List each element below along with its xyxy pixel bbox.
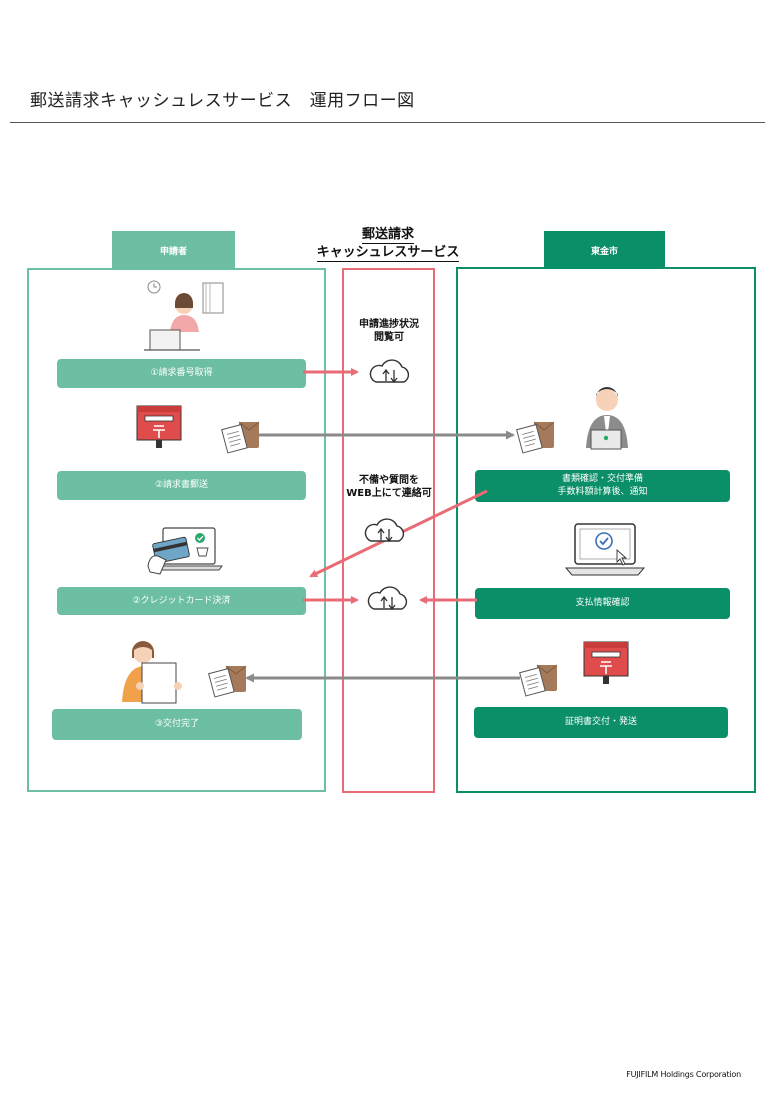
woman-laptop-icon bbox=[144, 280, 224, 351]
cashless-service-column bbox=[342, 268, 435, 793]
step-credit-payment: ②クレジットカード決済 bbox=[57, 587, 306, 615]
step-document-check: 書類確認・交付準備 手数料額計算後、通知 bbox=[475, 470, 730, 502]
city-header: 東金市 bbox=[544, 231, 665, 269]
mailbox-icon-right bbox=[583, 641, 629, 685]
contact-note: 不備や質問を WEB上にて連絡可 bbox=[340, 474, 438, 500]
document-envelope-icon-left-bottom bbox=[208, 665, 247, 698]
cloud-sync-icon-1 bbox=[369, 359, 410, 383]
step-document-check-line1: 書類確認・交付準備 bbox=[561, 474, 643, 484]
laptop-check-icon bbox=[564, 523, 646, 576]
cloud-sync-icon-3 bbox=[367, 586, 408, 610]
step-document-check-line2: 手数料額計算後、通知 bbox=[557, 487, 648, 497]
step-certificate-send: 証明書交付・発送 bbox=[474, 707, 728, 738]
woman-document-icon bbox=[122, 641, 182, 704]
footer-company: FUJIFILM Holdings Corporation bbox=[626, 1070, 741, 1079]
step-request-number: ①請求番号取得 bbox=[57, 359, 306, 388]
service-header-line2: キャッシュレスサービス bbox=[316, 245, 460, 262]
applicant-header: 申請者 bbox=[112, 231, 235, 269]
document-envelope-icon-left bbox=[221, 421, 260, 454]
step-delivery-complete: ③交付完了 bbox=[52, 709, 302, 740]
progress-note-line2: 閲覧可 bbox=[374, 332, 404, 343]
contact-note-line2: WEB上にて連絡可 bbox=[346, 488, 432, 499]
service-header: 郵送請求 キャッシュレスサービス bbox=[300, 226, 476, 262]
progress-note-line1: 申請進捗状況 bbox=[359, 319, 419, 330]
applicant-column bbox=[27, 268, 326, 792]
mailbox-icon-left bbox=[136, 405, 182, 449]
document-envelope-icon-right-top bbox=[516, 421, 555, 454]
step-payment-check: 支払情報確認 bbox=[475, 588, 730, 619]
cloud-sync-icon-2 bbox=[364, 518, 405, 542]
contact-note-line1: 不備や質問を bbox=[359, 475, 419, 486]
document-envelope-icon-right-bottom bbox=[519, 664, 558, 697]
credit-card-laptop-icon bbox=[147, 527, 223, 575]
title-divider bbox=[10, 122, 765, 123]
page-title: 郵送請求キャッシュレスサービス 運用フロー図 bbox=[30, 91, 415, 111]
step-mail-request: ②請求書郵送 bbox=[57, 471, 306, 500]
progress-note: 申請進捗状況 閲覧可 bbox=[345, 318, 433, 344]
office-worker-icon bbox=[586, 387, 628, 450]
